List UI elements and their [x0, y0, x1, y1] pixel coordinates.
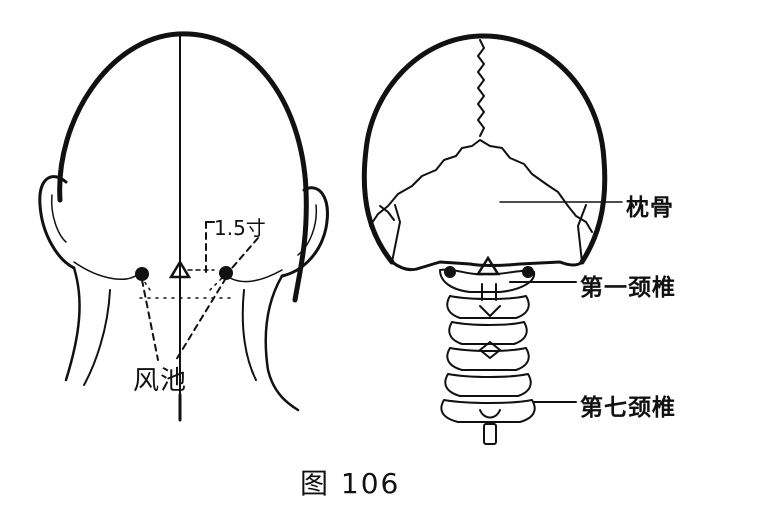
- occipital-label: 枕骨: [626, 195, 674, 221]
- skull-triangle-marker: [475, 255, 501, 276]
- fengchi-point-left: [135, 267, 149, 281]
- figure-caption: 图 106: [300, 467, 401, 500]
- left-ear: [38, 175, 76, 270]
- right-ear: [280, 186, 329, 278]
- skull-base: [390, 260, 584, 272]
- right-skull-back-view: [361, 33, 623, 445]
- lambdoid-suture: [369, 139, 593, 233]
- fengchi-point-right: [219, 266, 233, 280]
- fengchi-label: 风池: [133, 366, 188, 396]
- cervical-spine: [439, 268, 536, 445]
- skull-point-left: [444, 266, 456, 278]
- c7-label: 第七颈椎: [580, 395, 676, 421]
- distance-label: 1.5寸: [214, 216, 266, 240]
- sagittal-suture: [477, 39, 485, 137]
- occipital-protuberance-marker: [168, 259, 192, 279]
- c1-label: 第一颈椎: [580, 275, 676, 301]
- left-head-outline: [57, 31, 309, 303]
- skull-outline: [361, 33, 608, 265]
- skull-point-right: [522, 266, 534, 278]
- left-head-back-view: [38, 31, 329, 422]
- neck-right: [264, 274, 300, 412]
- neck-left: [64, 266, 81, 382]
